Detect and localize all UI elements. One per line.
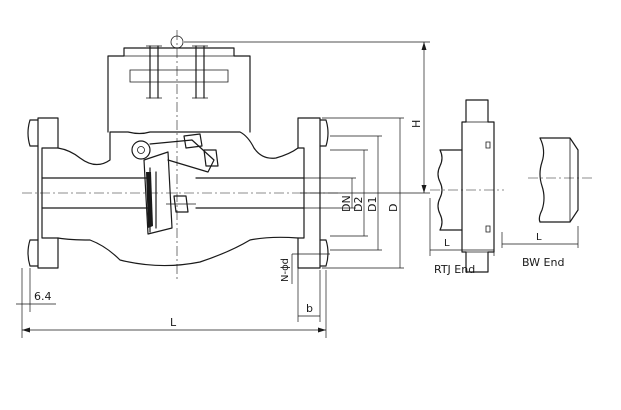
bolt-holes-label: N-ϕd	[280, 258, 291, 282]
dn-label: DN	[340, 195, 353, 212]
d-label: D	[387, 204, 400, 212]
bw-length-label: L	[536, 232, 542, 243]
rtj-end-detail: L RTJ End	[429, 99, 504, 276]
face-offset-label: 6.4	[34, 290, 52, 303]
d2-label: D2	[352, 197, 365, 212]
height-label: H	[410, 120, 423, 128]
valve-body	[22, 30, 340, 280]
d1-label: D1	[366, 197, 379, 212]
rtj-caption: RTJ End	[434, 263, 475, 276]
bw-caption: BW End	[522, 256, 564, 269]
bw-end-detail: L BW End	[501, 137, 592, 269]
dimension-lines: 6.4 L b N-ϕd DN D2 D1 D H	[16, 41, 430, 338]
length-main-label: L	[170, 316, 177, 329]
flange-thickness-label: b	[306, 302, 313, 315]
rtj-length-label: L	[444, 238, 450, 249]
